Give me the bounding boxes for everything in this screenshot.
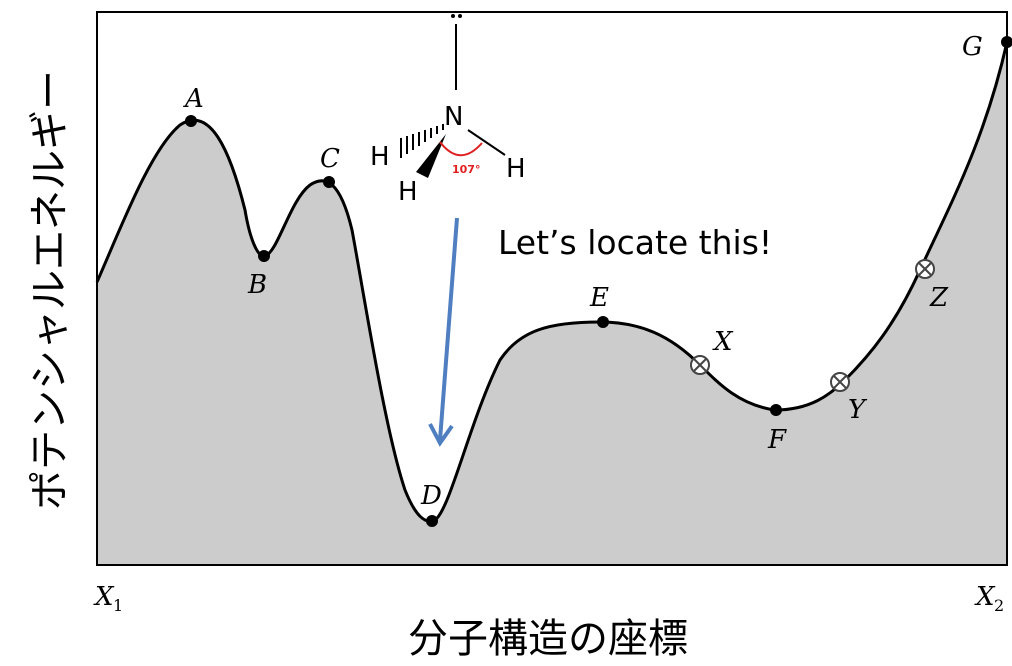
annotation-text: Let’s locate this! [498, 223, 772, 262]
point-y-marker [830, 372, 850, 392]
x-start-subscript: 1 [113, 596, 123, 615]
wedge-bond [416, 134, 446, 178]
point-d-marker [426, 515, 438, 527]
point-e-marker [597, 316, 609, 328]
point-x-marker [690, 355, 710, 375]
point-b-label: B [247, 270, 267, 300]
point-c-marker [323, 176, 335, 188]
ammonia-molecule: N H H H 107° [370, 14, 526, 207]
pointer-arrow-head [428, 423, 454, 447]
atom-h-left: H [370, 142, 390, 172]
point-d-label: D [420, 481, 442, 511]
point-z-marker [915, 259, 935, 279]
x-axis-end: X 2 [974, 582, 1004, 615]
y-axis-label: ポテンシャルエネルギー [27, 70, 73, 510]
lone-pair-dot-right [458, 14, 462, 18]
x-end-label: X [974, 582, 996, 612]
bond-angle-arc [439, 141, 483, 157]
pointer-arrow-shaft [438, 217, 459, 441]
hashed-bond [400, 124, 444, 158]
point-z-label: Z [929, 283, 949, 313]
lone-pair-dot-left [451, 14, 455, 18]
atom-h-bottom: H [398, 177, 418, 207]
bond-angle-label: 107° [452, 163, 480, 176]
point-y-label: Y [848, 395, 868, 425]
x-axis-label: 分子構造の座標 [408, 616, 688, 662]
atom-h-right: H [506, 154, 526, 184]
point-g-label: G [962, 32, 983, 62]
x-axis-start: X 1 [93, 582, 123, 615]
point-f-marker [770, 404, 782, 416]
point-e-label: E [589, 283, 609, 313]
point-c-label: C [320, 144, 340, 174]
point-x-label: X [712, 327, 734, 357]
point-a-marker [185, 115, 197, 127]
point-a-label: A [183, 84, 204, 114]
x-end-subscript: 2 [994, 596, 1004, 615]
point-g-marker [1001, 36, 1012, 48]
atom-n: N [444, 102, 463, 132]
point-b-marker [258, 250, 270, 262]
energy-surface-fill [97, 42, 1007, 565]
x-start-label: X [93, 582, 115, 612]
plain-bond [467, 129, 506, 156]
point-f-label: F [767, 425, 787, 455]
plot-frame [96, 11, 1008, 566]
